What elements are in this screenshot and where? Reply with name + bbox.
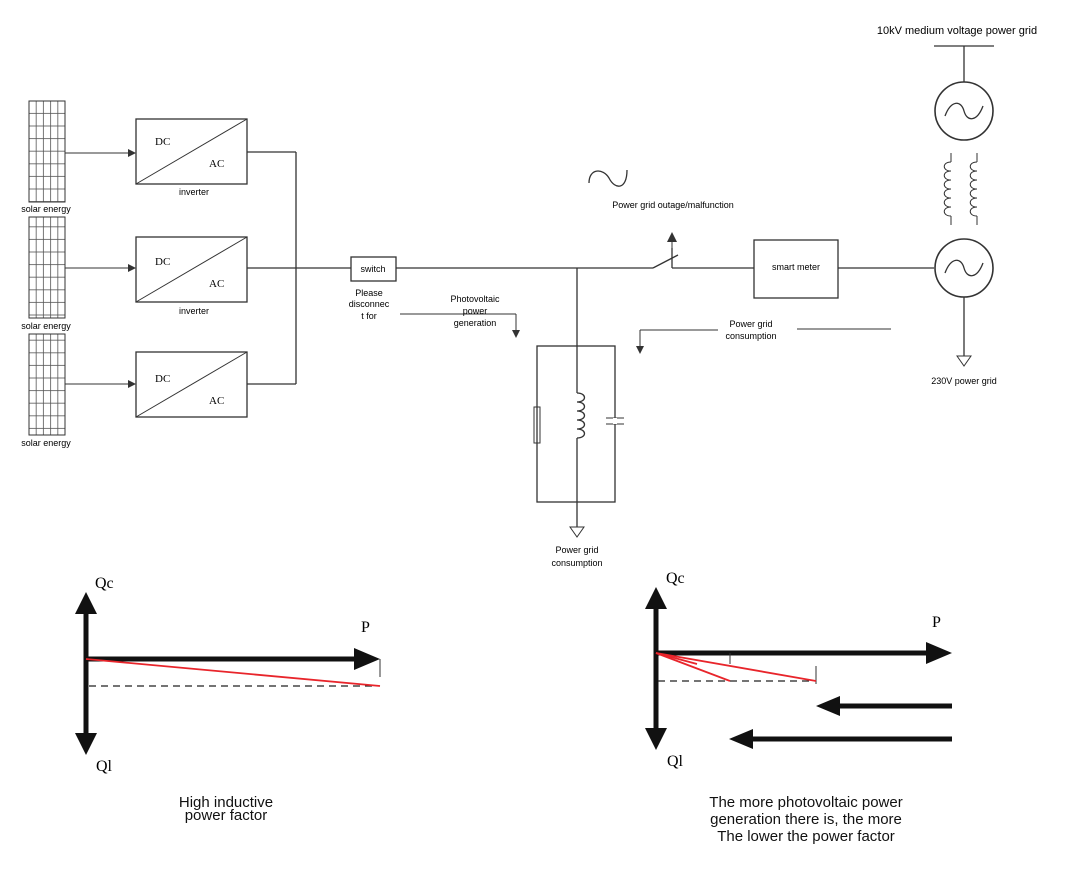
phasor-right-vector-short	[655, 652, 698, 665]
low-voltage-grid	[956, 297, 972, 367]
phasor-right-caption-line-2: generation there is, the more	[710, 811, 902, 828]
lv-grid-label: 230V power grid	[931, 376, 997, 386]
phasor-left	[75, 592, 381, 755]
phasor-left-p-label: P	[361, 619, 370, 636]
disconnect-line-3: t for	[361, 311, 377, 321]
phasor-right-caption: The more photovoltaic power generation t…	[656, 794, 956, 845]
phasor-right-caption-line-3: The lower the power factor	[717, 828, 895, 845]
ground-icon	[569, 526, 585, 538]
phasor-right-p-label: P	[932, 614, 941, 631]
disconnect-line-2: disconnec	[349, 299, 390, 309]
switch-box	[350, 256, 397, 282]
phasor-right-vector-small	[655, 652, 731, 682]
consumption-right-line-2: consumption	[725, 331, 776, 341]
solar-label-1: solar energy	[21, 204, 71, 214]
pv-generation-arrow	[400, 313, 520, 338]
pv-generation-line-2: power	[463, 306, 488, 316]
pv-generation-line-1: Photovoltaic	[450, 294, 500, 304]
phasor-left-qc-label: Qc	[95, 575, 114, 592]
mv-grid-label: 10kV medium voltage power grid	[877, 25, 1037, 37]
capacitor-icon	[606, 417, 624, 425]
phasor-left-qc-arrowhead	[75, 592, 97, 614]
phasor-right-caption-line-1: The more photovoltaic power	[709, 794, 903, 811]
inverter-2-ac: AC	[209, 278, 224, 290]
disconnect-line-1: Please	[355, 288, 383, 298]
load-branch	[533, 268, 624, 538]
phasor-left-ql-label: Ql	[96, 758, 113, 775]
phasor-right-qc-label: Qc	[666, 570, 685, 587]
smart-meter-box	[753, 239, 839, 299]
inverter-1-label: inverter	[179, 187, 209, 197]
inverter-3	[135, 351, 248, 418]
transformer-bottom-icon	[934, 238, 994, 298]
transformer-top-icon	[934, 81, 994, 141]
phasor-left-caption: High inductive power factor	[126, 794, 326, 824]
solar-panel-2	[28, 216, 66, 319]
phasor-right-ql-arrowhead	[645, 728, 667, 750]
medium-voltage-grid	[934, 45, 994, 82]
switch-label: switch	[360, 264, 385, 274]
inverter-3-dc: DC	[155, 373, 170, 385]
ac-collector-bus	[247, 151, 351, 385]
inverter-2	[135, 236, 248, 303]
grid-outage-label: Power grid outage/malfunction	[612, 200, 734, 210]
consumption-bottom-line-1: Power grid	[555, 545, 598, 555]
pv-generation-line-3: generation	[454, 318, 497, 328]
solar-label-3: solar energy	[21, 438, 71, 448]
solar-label-2: solar energy	[21, 321, 71, 331]
breaker-switch	[652, 232, 754, 269]
inverter-1-dc: DC	[155, 136, 170, 148]
inverter-3-ac: AC	[209, 395, 224, 407]
panel-to-inverter-arrows	[65, 149, 136, 388]
resistor-icon	[533, 406, 541, 444]
phasor-left-ql-arrowhead	[75, 733, 97, 755]
phasor-right-vector-large	[655, 652, 817, 682]
solar-panel-3	[28, 333, 66, 436]
phasor-left-apparent-power-vector	[85, 658, 381, 687]
sine-wave-icon	[588, 169, 628, 187]
phasor-left-caption-line-1: High inductive	[178, 794, 274, 811]
inverter-2-dc: DC	[155, 256, 170, 268]
smart-meter-label: smart meter	[772, 262, 820, 272]
grid-consumption-arrow	[636, 328, 891, 354]
inductor-icon	[576, 392, 586, 439]
consumption-bottom-line-2: consumption	[551, 558, 602, 568]
solar-panel-1	[28, 100, 66, 203]
phasor-right-ql-label: Ql	[667, 753, 684, 770]
transformer-coils-icon	[943, 153, 978, 225]
inverter-1-ac: AC	[209, 158, 224, 170]
phasor-right-qc-arrowhead	[645, 587, 667, 609]
phasor-right	[645, 587, 952, 750]
phasor-right-p-arrowhead	[926, 642, 952, 664]
phasor-left-p-arrowhead	[354, 648, 380, 670]
inverter-2-label: inverter	[179, 306, 209, 316]
phasor-left-caption-line-2: power factor	[184, 807, 268, 824]
lv-ground-icon	[956, 355, 972, 367]
inverter-1	[135, 118, 248, 185]
consumption-right-line-1: Power grid	[729, 319, 772, 329]
